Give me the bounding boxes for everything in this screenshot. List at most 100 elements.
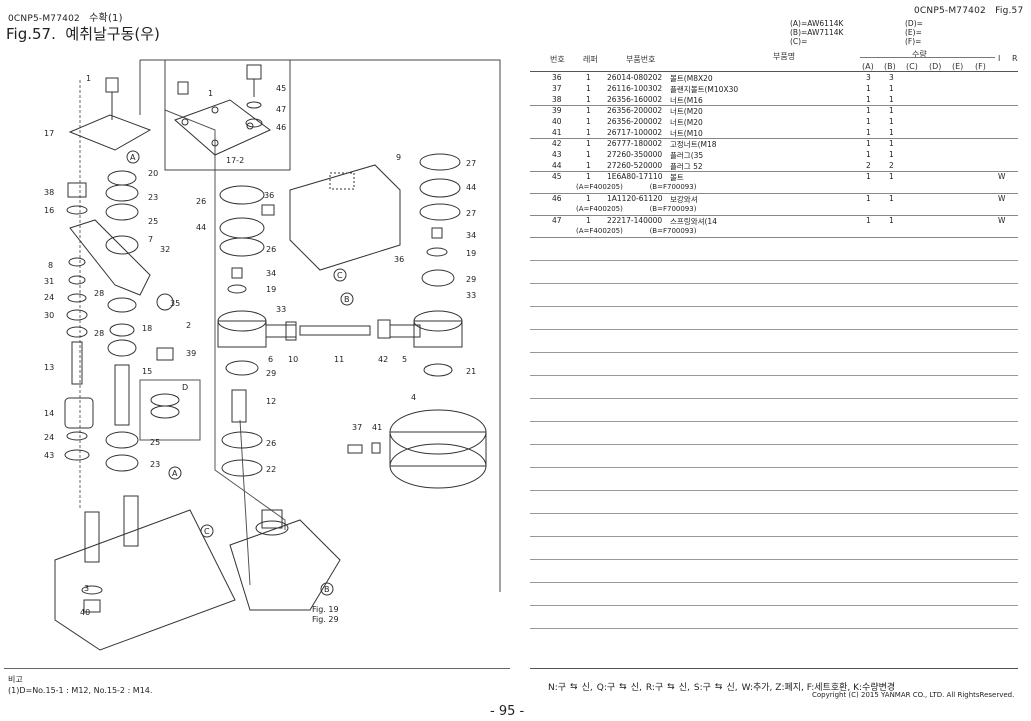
figure-name: 예취날구동(우) [65,25,160,43]
part-name-cell: 스프링와셔(14 [670,217,717,226]
ref-cell: 1 [586,73,591,82]
arm-7 [69,219,151,296]
label-25: 25 [148,217,158,226]
shaft-15 [114,364,130,426]
label-37: 37 [352,423,362,432]
label-A2: A [172,469,178,478]
qty-a-cell: 1 [866,194,871,203]
ref-cell: 1 [586,139,591,148]
qty-a-cell: 1 [866,95,871,104]
part-no-cell: 39 [552,106,562,115]
swap-arrow-icon: ⇆ [667,681,675,692]
part-no-cell: 41 [552,128,562,137]
label-27b: 27 [466,209,476,218]
left-header: 0CNP5-M77402 수확(1) [8,9,123,24]
label-41: 41 [372,423,382,432]
bolt-1-icon [177,81,189,95]
nut-39 [156,347,174,361]
label-32: 32 [160,245,170,254]
interchange-cell: W [998,194,1006,203]
qty-a-cell: 1 [866,216,871,225]
lower-gearbox [229,519,341,611]
label-46: 46 [276,123,286,132]
label-B2: B [324,585,330,594]
base-frame [54,509,236,651]
label-34: 34 [266,269,276,278]
col-ref: 레퍼 [583,55,598,64]
legend-n: N:구 [548,683,567,693]
part-number-cell: 1E6A80-17110 [607,172,663,181]
label-29: 29 [266,369,276,378]
part-no-cell: 37 [552,84,562,93]
page-number: - 95 - [490,704,525,719]
part-name-cell: 너트(M10 [670,129,703,138]
part-no-cell: 36 [552,73,562,82]
part-number-cell: 26014-080202 [607,73,663,82]
label-30: 30 [44,311,54,320]
part-no-cell: 42 [552,139,562,148]
qty-b-cell: 1 [889,150,894,159]
label-3: 3 [84,584,89,593]
inset-box-bolts [164,59,291,171]
left-header-code: 0CNP5-M77402 [8,14,80,24]
shaft-13 [71,341,83,385]
col-d: (D) [929,62,942,71]
legend-n2: 신, [581,683,593,693]
col-no: 번호 [550,55,565,64]
part-number-cell: 27260-520000 [607,161,663,170]
label-29b: 29 [466,275,476,284]
model-e: (E)= [905,28,922,37]
qty-a-cell: 1 [866,128,871,137]
ref-cell: 1 [586,117,591,126]
model-f: (F)= [905,37,922,46]
part-name-cell: 너트(M20 [670,118,703,127]
label-15: 15 [142,367,152,376]
figure-number: Fig.57. [6,25,56,43]
part-no-cell: 40 [552,117,562,126]
ref-cell: 1 [586,172,591,181]
ref-cell: 1 [586,106,591,115]
qty-b-cell: 1 [889,117,894,126]
label-22: 22 [266,465,276,474]
qty-a-cell: 1 [866,106,871,115]
label-21: 21 [466,367,476,376]
label-fig19: Fig. 19 [312,605,339,614]
nut-40 [83,599,101,613]
label-24b: 24 [44,433,54,442]
label-38: 38 [44,188,54,197]
legend-rest: W:추가, Z:폐지, F:세트호환, K:수량변경 [741,683,896,693]
col-e: (E) [952,62,964,71]
label-7: 7 [148,235,153,244]
label-18: 18 [142,324,152,333]
qty-b-cell: 1 [889,194,894,203]
model-c: (C)= [790,37,808,46]
qty-b-cell: 3 [889,73,894,82]
col-r: R [1012,54,1018,63]
serial-range-note: (A=F400205) (B=F700093) [576,205,697,213]
label-16: 16 [44,206,54,215]
label-17-2: 17-2 [226,156,244,165]
part-name-cell: 너트(M16 [670,96,703,105]
label-33b: 33 [466,291,476,300]
bushing-14 [64,397,94,429]
model-legend: (A)=AW6114K (B)=AW7114K (C)= [790,19,843,46]
cover-9 [289,164,401,271]
part-number-cell: 26717-100002 [607,128,663,137]
label-fig29: Fig. 29 [312,615,339,624]
label-1b: 1 [208,89,213,98]
ref-cell: 1 [586,150,591,159]
qty-a-cell: 1 [866,84,871,93]
ref-cell: 1 [586,84,591,93]
label-19: 19 [266,285,276,294]
model-b: (B)=AW7114K [790,28,844,37]
legend-r2: 신, [678,683,690,693]
qty-a-cell: 1 [866,139,871,148]
label-19b: 19 [466,249,476,258]
label-17: 17 [44,129,54,138]
right-header-fig: Fig.57 [995,6,1024,16]
